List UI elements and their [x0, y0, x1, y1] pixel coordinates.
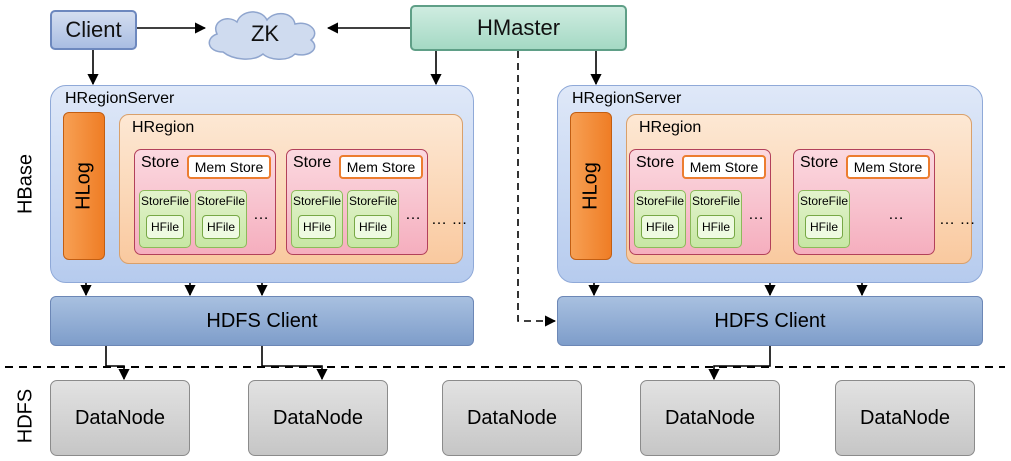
- hdfs-client-1-to-datanode-2-arrow: [261, 346, 328, 381]
- datanode-2: DataNode: [248, 380, 388, 456]
- hfile-label: HFile: [645, 220, 674, 234]
- memstore-box: Mem Store: [682, 155, 766, 179]
- hfile-box: HFile: [146, 215, 184, 239]
- storefile-ellipsis: …: [748, 206, 764, 223]
- memstore-label: Mem Store: [194, 159, 264, 175]
- hregion-label: HRegion: [639, 119, 702, 136]
- hmaster-label: HMaster: [476, 15, 561, 40]
- hdfs-client-1: HDFS Client: [50, 296, 474, 346]
- storefile-ellipsis: …: [253, 206, 269, 223]
- hmaster-box: HMaster: [410, 5, 627, 51]
- hfile-label: HFile: [150, 220, 179, 234]
- storefile-label: StoreFile: [196, 194, 246, 208]
- datanode-label: DataNode: [74, 406, 166, 429]
- storefile-box: StoreFile HFile: [291, 190, 343, 248]
- hlog-label: HLog: [579, 162, 602, 210]
- storefile-box: StoreFile HFile: [195, 190, 247, 248]
- hfile-box: HFile: [354, 215, 392, 239]
- datanode-4: DataNode: [640, 380, 780, 456]
- hfile-box: HFile: [641, 215, 679, 239]
- zk-cloud: ZK: [195, 4, 335, 64]
- cloud-icon: [208, 11, 316, 60]
- datanode-label: DataNode: [859, 406, 951, 429]
- hfile-label: HFile: [358, 220, 387, 234]
- store-label: Store: [636, 154, 675, 171]
- hbase-layer-label: HBase: [14, 153, 37, 215]
- memstore-label: Mem Store: [689, 159, 759, 175]
- hfile-box: HFile: [202, 215, 240, 239]
- client-label: Client: [65, 17, 122, 42]
- storefile-label: StoreFile: [799, 194, 849, 208]
- zk-label: ZK: [250, 21, 280, 46]
- hfile-box: HFile: [298, 215, 336, 239]
- storefile-box: StoreFile HFile: [798, 190, 850, 248]
- store-label: Store: [141, 154, 180, 171]
- region-server-label: HRegionServer: [572, 90, 682, 107]
- hmaster-to-hdfs-client-dashed-arrow: [517, 51, 557, 327]
- store-box: Store Mem Store StoreFile HFile StoreFil…: [629, 149, 771, 255]
- region-server-label: HRegionServer: [65, 90, 175, 107]
- memstore-box: Mem Store: [846, 155, 930, 179]
- region-server-2: HRegionServer HLog HRegion Store Mem Sto…: [557, 85, 983, 283]
- hfile-label: HFile: [302, 220, 331, 234]
- datanode-3: DataNode: [442, 380, 582, 456]
- storefile-box: StoreFile HFile: [139, 190, 191, 248]
- store-ellipsis: … …: [431, 211, 468, 228]
- datanode-1: DataNode: [50, 380, 190, 456]
- storefile-label: StoreFile: [635, 194, 685, 208]
- storefile-box: StoreFile HFile: [634, 190, 686, 248]
- hlog-box: HLog: [570, 112, 612, 260]
- store-box: Store Mem Store StoreFile HFile StoreFil…: [134, 149, 276, 255]
- storefile-label: StoreFile: [140, 194, 190, 208]
- hdfs-client-1-to-datanode-1-arrow: [105, 346, 130, 381]
- store-box: Store Mem Store StoreFile HFile …: [793, 149, 935, 255]
- hdfs-layer-label: HDFS: [14, 388, 37, 444]
- memstore-label: Mem Store: [853, 159, 923, 175]
- memstore-label: Mem Store: [346, 159, 416, 175]
- datanode-label: DataNode: [466, 406, 558, 429]
- datanode-label: DataNode: [664, 406, 756, 429]
- hfile-label: HFile: [206, 220, 235, 234]
- store-ellipsis: … …: [939, 211, 976, 228]
- storefile-ellipsis: …: [888, 206, 904, 223]
- hregion-label: HRegion: [132, 119, 195, 136]
- region-server-1: HRegionServer HLog HRegion Store Mem Sto…: [50, 85, 474, 283]
- storefile-label: StoreFile: [691, 194, 741, 208]
- hlog-label: HLog: [72, 162, 95, 210]
- hfile-label: HFile: [809, 220, 838, 234]
- storefile-box: StoreFile HFile: [690, 190, 742, 248]
- storefile-ellipsis: …: [405, 206, 421, 223]
- hdfs-client-2: HDFS Client: [557, 296, 983, 346]
- store-box: Store Mem Store StoreFile HFile StoreFil…: [286, 149, 428, 255]
- store-label: Store: [800, 154, 839, 171]
- datanode-5: DataNode: [835, 380, 975, 456]
- hlog-box: HLog: [63, 112, 105, 260]
- store-label: Store: [293, 154, 332, 171]
- hdfs-client-label: HDFS Client: [206, 309, 318, 332]
- storefile-label: StoreFile: [292, 194, 342, 208]
- hregion-box: HRegion Store Mem Store StoreFile HFile …: [119, 114, 467, 264]
- hregion-box: HRegion Store Mem Store StoreFile HFile …: [626, 114, 976, 264]
- storefile-box: StoreFile HFile: [347, 190, 399, 248]
- storefile-label: StoreFile: [348, 194, 398, 208]
- memstore-box: Mem Store: [339, 155, 423, 179]
- client-box: Client: [50, 10, 137, 50]
- hfile-box: HFile: [805, 215, 843, 239]
- hfile-label: HFile: [701, 220, 730, 234]
- hdfs-client-label: HDFS Client: [714, 309, 826, 332]
- datanode-label: DataNode: [272, 406, 364, 429]
- memstore-box: Mem Store: [187, 155, 271, 179]
- hfile-box: HFile: [697, 215, 735, 239]
- hdfs-client-2-to-datanode-4-arrow: [708, 346, 771, 381]
